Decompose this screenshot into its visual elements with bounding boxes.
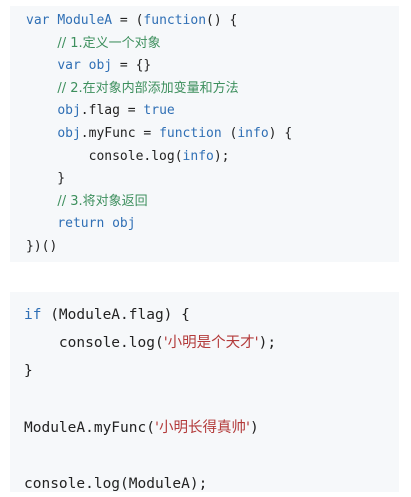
code-token: ): [249, 419, 259, 436]
code-token: }: [26, 171, 66, 187]
code-token: var: [57, 58, 89, 74]
code-token: '小明是个天才': [163, 335, 259, 352]
code-token: return: [57, 216, 113, 232]
code-token: obj: [57, 125, 81, 141]
code-token: .flag =: [80, 103, 144, 119]
code-token: [26, 81, 57, 96]
code-line: obj.flag = true: [26, 100, 399, 123]
code-token: obj: [88, 58, 113, 74]
code-token: true: [143, 103, 175, 119]
code-token: }: [24, 363, 33, 380]
code-line: console.log('小明是个天才');: [24, 329, 399, 357]
code-token: [26, 58, 57, 73]
code-token: console.log(ModuleA);: [24, 476, 208, 492]
code-token: info: [237, 125, 269, 141]
code-token: ) {: [268, 125, 293, 141]
code-line: return obj: [26, 213, 399, 236]
code-token: [26, 194, 57, 209]
code-line: ModuleA.myFunc('小明长得真帅'): [24, 414, 399, 442]
code-token: obj: [112, 216, 136, 232]
code-token: function: [143, 13, 207, 28]
code-line: // 3.将对象返回: [26, 191, 399, 214]
code-token: console.log(: [26, 148, 183, 164]
code-line: console.log(ModuleA);: [24, 470, 399, 492]
code-line: obj.myFunc = function (info) {: [26, 123, 399, 146]
code-token: // 3.将对象返回: [57, 193, 148, 209]
code-token: [26, 126, 57, 141]
code-line: // 2.在对象内部添加变量和方法: [26, 78, 399, 101]
code-token: if: [24, 307, 42, 323]
code-token: .myFunc =: [80, 125, 160, 141]
code-token: );: [213, 148, 230, 164]
code-token: obj: [57, 103, 81, 119]
code-line: }: [26, 168, 399, 191]
code-token: () {: [206, 13, 238, 28]
code-token: );: [258, 335, 277, 352]
code-line: }: [24, 357, 399, 385]
code-line: [24, 442, 399, 470]
code-block-module-usage: if (ModuleA.flag) { console.log('小明是个天才'…: [10, 292, 399, 492]
code-line: var ModuleA = (function() {: [26, 10, 399, 33]
code-token: = {}: [112, 58, 152, 74]
code-line: // 1.定义一个对象: [26, 33, 399, 56]
code-line: if (ModuleA.flag) {: [24, 301, 399, 329]
code-token: })(): [26, 238, 58, 254]
code-token: (: [221, 125, 238, 141]
code-token: (ModuleA.flag) {: [41, 307, 190, 323]
code-token: '小明长得真帅': [154, 419, 250, 436]
code-line: })(): [26, 236, 399, 259]
code-token: = (: [112, 13, 144, 28]
code-token: // 1.定义一个对象: [57, 35, 161, 51]
code-line: console.log(info);: [26, 146, 399, 169]
code-token: ModuleA: [57, 13, 113, 28]
code-token: console.log(: [24, 335, 164, 352]
code-block-module-definition: var ModuleA = (function() { // 1.定义一个对象 …: [10, 6, 399, 262]
code-token: info: [182, 148, 214, 164]
code-token: // 2.在对象内部添加变量和方法: [57, 80, 239, 96]
code-token: [26, 216, 57, 231]
code-token: [26, 103, 57, 118]
code-line: var obj = {}: [26, 55, 399, 78]
code-token: var: [26, 13, 58, 28]
code-token: ModuleA.myFunc(: [24, 419, 155, 436]
code-token: [26, 36, 57, 51]
code-token: function: [159, 125, 222, 141]
code-line: [24, 386, 399, 414]
